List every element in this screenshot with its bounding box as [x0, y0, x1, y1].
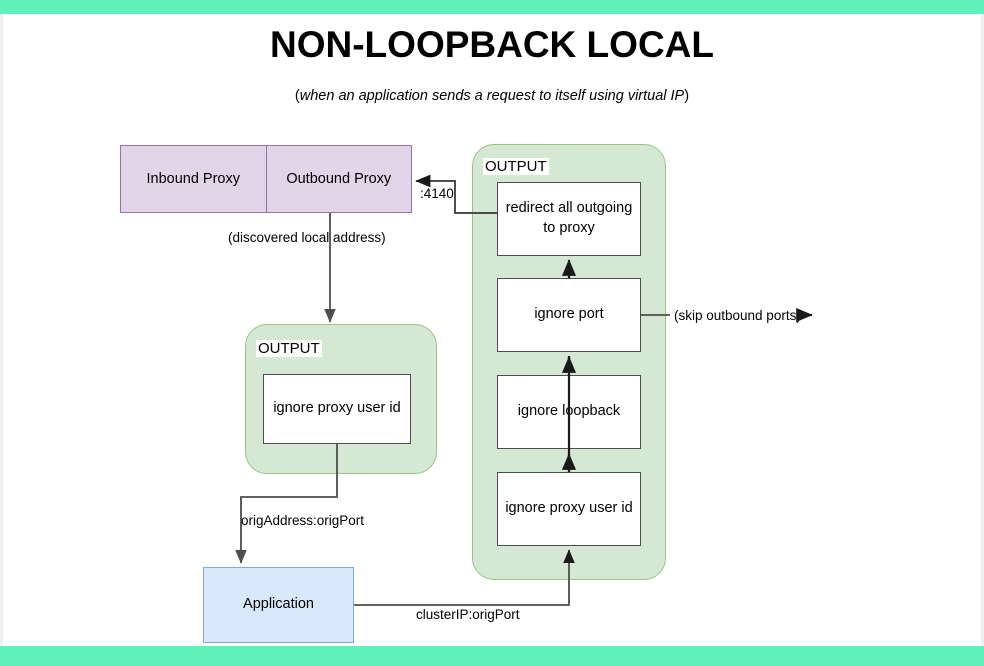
edge-label-skip-outbound-ports: (skip outbound ports)	[674, 308, 801, 323]
subtitle-text: when an application sends a request to i…	[299, 88, 685, 104]
edge-label-cluster-ip-orig-port: clusterIP:origPort	[416, 607, 520, 622]
node-ignore-proxy-user-id-left-label: ignore proxy user id	[273, 400, 401, 417]
node-redirect-all-outgoing-to-proxy[interactable]: redirect all outgoing to proxy	[497, 182, 641, 256]
page-subtitle: (when an application sends a request to …	[0, 88, 984, 104]
outbound-proxy-label: Outbound Proxy	[286, 171, 392, 187]
node-application-label: Application	[243, 596, 314, 613]
left-edge-strip	[0, 14, 3, 646]
edge-label-discovered-local-address: (discovered local address)	[228, 230, 386, 245]
right-edge-strip	[981, 14, 984, 646]
inbound-proxy-cell[interactable]: Inbound Proxy	[121, 146, 266, 212]
node-ignore-proxy-user-id-left[interactable]: ignore proxy user id	[263, 374, 411, 444]
edge-label-port: :4140	[420, 186, 454, 201]
node-ignore-proxy-user-id-right[interactable]: ignore proxy user id	[497, 472, 641, 546]
node-ignore-port-label: ignore port	[534, 306, 604, 323]
node-ignore-proxy-user-id-right-label: ignore proxy user id	[505, 500, 633, 517]
top-accent-bar	[0, 0, 984, 14]
node-ignore-loopback-label: ignore loopback	[517, 403, 621, 420]
edge-label-orig-address-orig-port: origAddress:origPort	[241, 513, 365, 528]
node-ignore-loopback[interactable]: ignore loopback	[497, 375, 641, 449]
bottom-accent-bar	[0, 646, 984, 666]
outbound-proxy-cell[interactable]: Outbound Proxy	[265, 146, 412, 212]
page-title: NON-LOOPBACK LOCAL	[270, 24, 714, 65]
output-group-right-label: OUTPUT	[483, 158, 549, 176]
node-application[interactable]: Application	[203, 567, 354, 643]
node-ignore-port[interactable]: ignore port	[497, 278, 641, 352]
subtitle-close-paren: )	[684, 88, 690, 104]
node-redirect-all-outgoing-to-proxy-label: redirect all outgoing to proxy	[505, 200, 633, 236]
inbound-proxy-label: Inbound Proxy	[146, 171, 240, 187]
output-group-left-label: OUTPUT	[256, 340, 322, 358]
subtitle-open-paren: (	[294, 88, 300, 104]
proxy-box[interactable]: Inbound Proxy Outbound Proxy	[120, 145, 412, 213]
